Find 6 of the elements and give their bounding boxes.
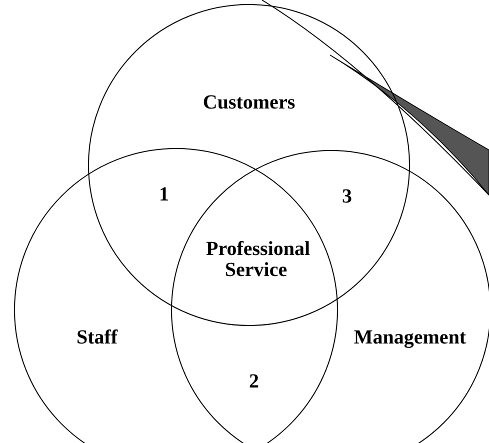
region-number: 1 xyxy=(159,184,169,206)
circle-label: Customers xyxy=(202,92,296,114)
region-number: 2 xyxy=(249,372,259,392)
circle-label: Staff xyxy=(76,326,118,350)
circle-label: Management xyxy=(354,326,466,350)
region-number: 3 xyxy=(342,186,352,208)
